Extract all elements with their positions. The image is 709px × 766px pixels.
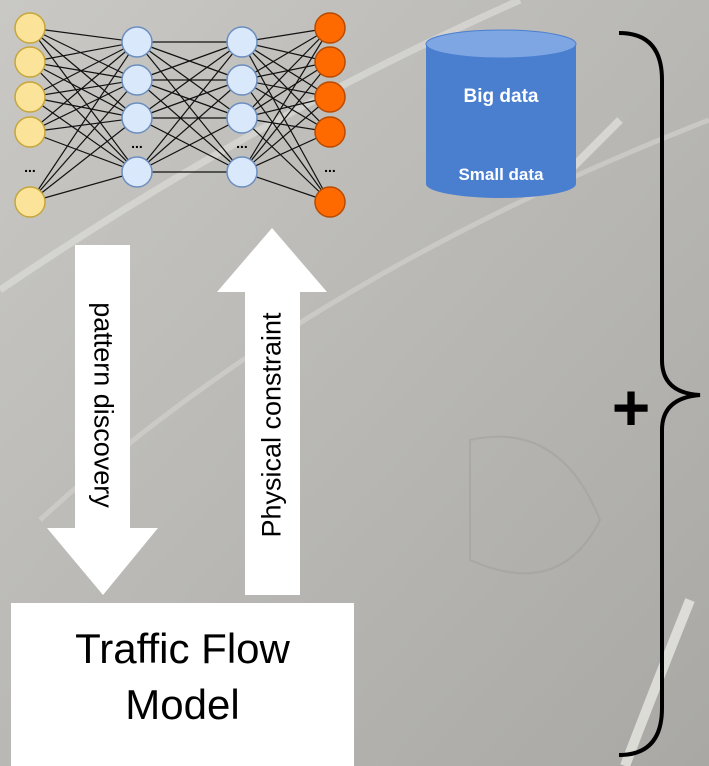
output-node [314,81,346,113]
network-edge [241,117,331,203]
network-edge [241,79,331,133]
network-edge [241,41,331,98]
network-edge [136,79,243,119]
network-edge [29,96,138,119]
network-edge [29,27,138,173]
network-edge [29,27,138,43]
input-node [14,81,46,113]
network-edge [136,41,243,81]
pattern-discovery-label: pattern discovery [88,302,119,508]
layer-ellipsis: ... [324,159,336,175]
traffic-flow-model-box: Traffic Flow Model [11,603,354,766]
curly-brace [618,31,701,757]
network-edge [29,96,138,173]
neural-network: ............ [14,12,346,218]
output-node [314,116,346,148]
hidden-node [121,64,153,96]
network-nodes [14,12,346,218]
network-edge [29,41,138,98]
network-edge [29,27,138,81]
layer-ellipsis: ... [236,135,248,151]
network-edge [241,61,331,173]
output-node [314,46,346,78]
model-title-line1: Traffic Flow [75,625,290,672]
input-node [14,46,46,78]
network-edge [136,41,243,119]
network-edge [29,41,138,133]
network-edge [241,79,331,203]
network-edge [29,61,138,81]
hidden-node [121,156,153,188]
network-edge [29,171,138,203]
network-edge [241,96,331,173]
network-edge [241,131,331,173]
output-node [314,12,346,44]
network-edge [136,117,243,173]
network-edge [29,61,138,173]
network-edge [241,61,331,119]
network-edges [29,27,331,203]
database-icon [425,29,577,198]
big-data-label: Big data [463,86,539,107]
network-edge [29,61,138,119]
physical-constraint-label: Physical constraint [256,312,287,538]
hidden-node [121,102,153,134]
network-edge [29,117,138,133]
layer-ellipsis: ... [131,135,143,151]
network-edge [136,41,243,173]
network-edge [29,27,138,119]
pattern-discovery-arrow [47,245,158,595]
input-node [14,116,46,148]
layer-ellipsis: ... [24,159,36,175]
network-edge [29,41,138,63]
hidden-node [226,102,258,134]
network-edge [241,41,331,203]
network-edge [241,27,331,119]
hidden-node [226,64,258,96]
hidden-node [121,26,153,58]
network-edge [29,79,138,133]
network-edge [241,27,331,81]
input-node [14,12,46,44]
network-edge [29,79,138,203]
network-edge [29,131,138,173]
network-edge [29,79,138,98]
network-edge [29,117,138,203]
input-node [14,186,46,218]
network-ellipsis: ............ [24,135,336,175]
small-data-label: Small data [458,165,544,184]
hidden-node [226,26,258,58]
plus-sign: + [611,370,651,444]
network-edge [241,27,331,173]
network-edge [29,41,138,203]
network-edge [241,41,331,133]
output-node [314,186,346,218]
network-edge [136,79,243,173]
physical-constraint-arrow [217,228,327,595]
model-title-line2: Model [125,681,240,728]
hidden-node [226,156,258,188]
